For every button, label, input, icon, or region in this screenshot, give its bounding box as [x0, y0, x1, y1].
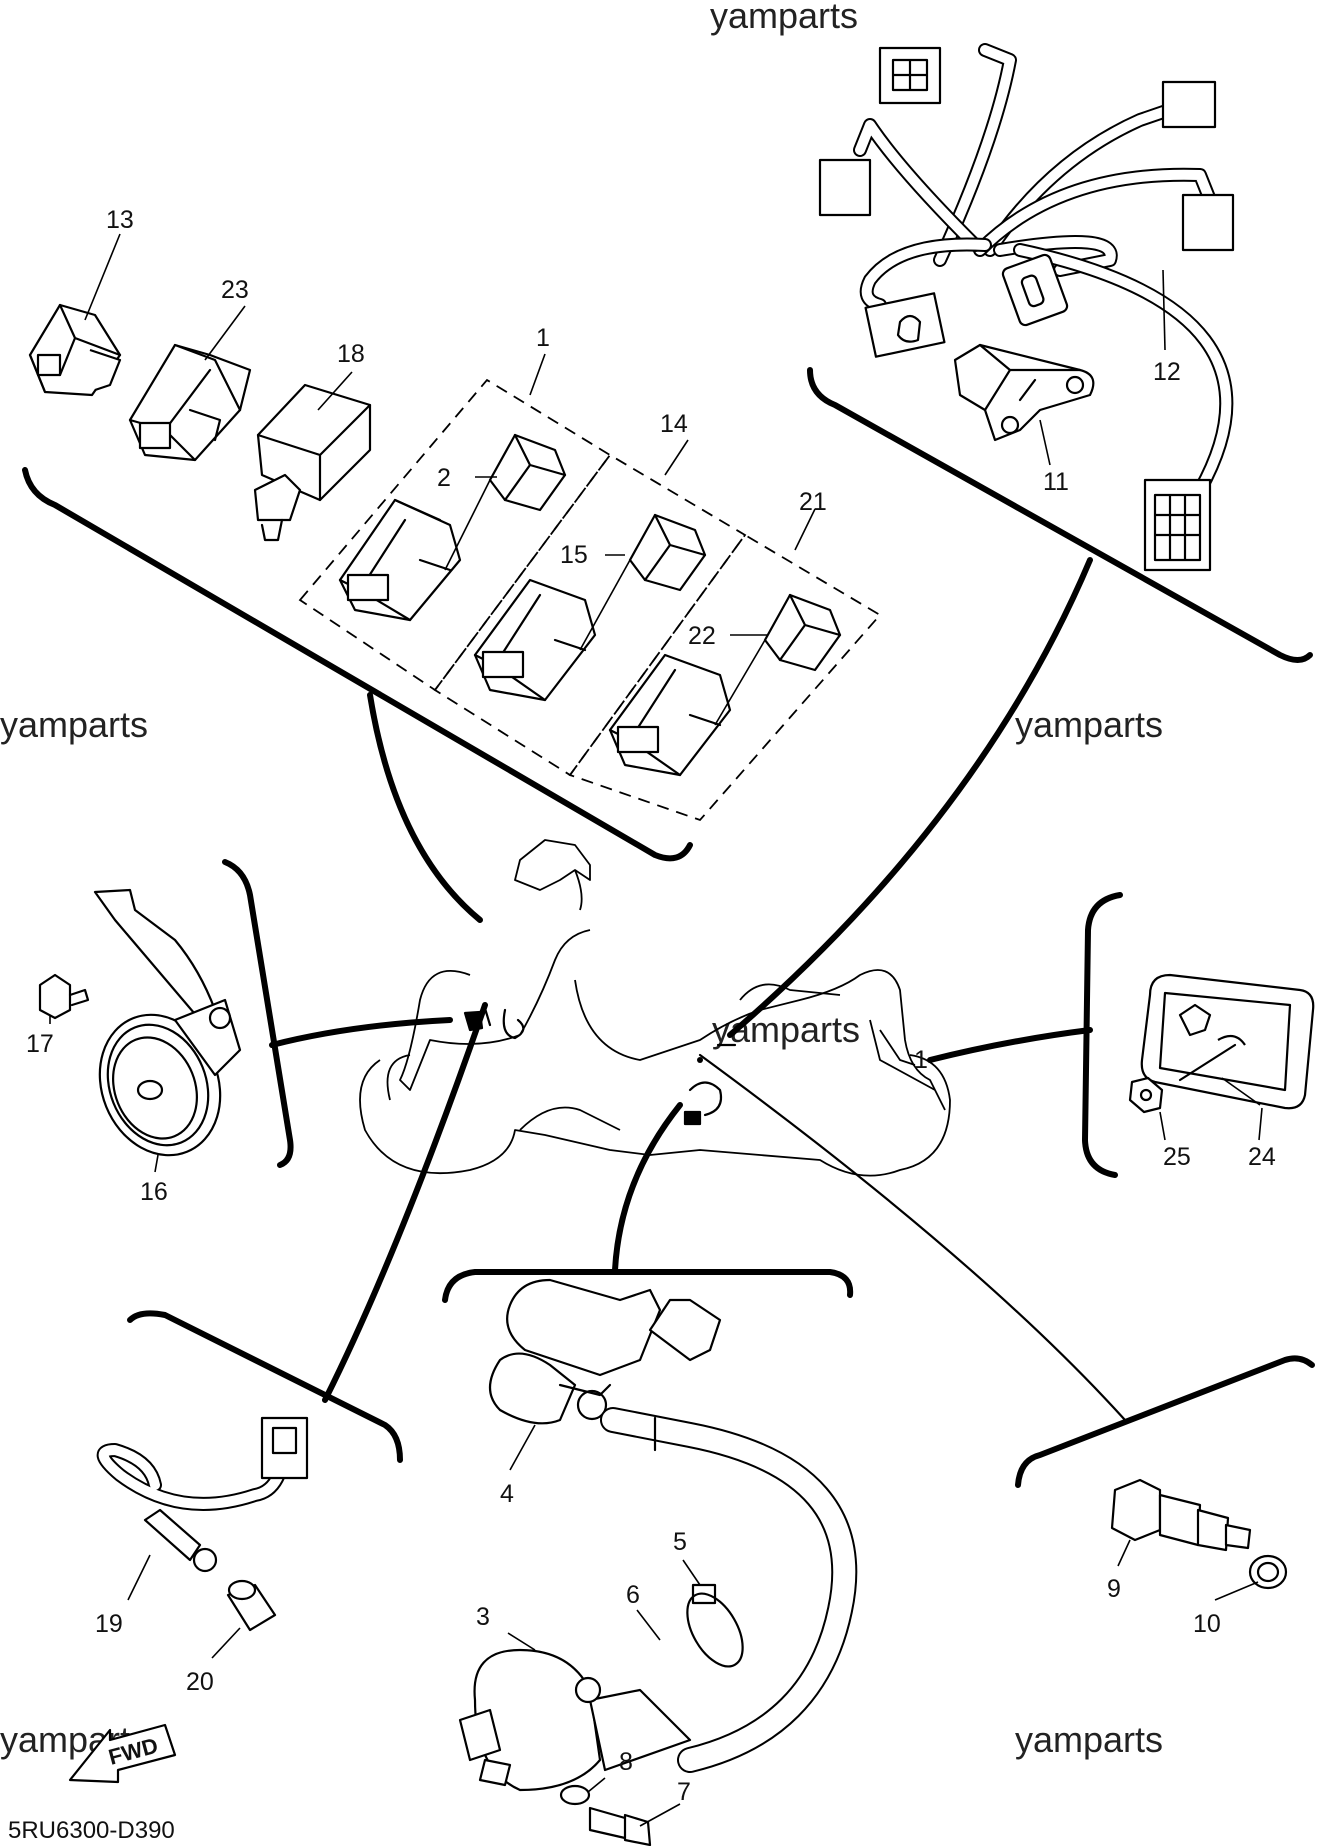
part-14-connector — [473, 578, 597, 702]
callout-8: 8 — [619, 1748, 633, 1776]
part-7-bolt — [588, 1806, 652, 1846]
link-1-2 — [444, 479, 491, 571]
sensor-19-bracket — [127, 1310, 403, 1463]
leader-coil-to-bike — [612, 1102, 683, 1273]
part-11-resistor-bracket — [953, 343, 1095, 442]
callout-12: 12 — [1153, 358, 1181, 386]
callout-22: 22 — [688, 622, 716, 650]
callout-6: 6 — [626, 1581, 640, 1609]
callout-16: 16 — [140, 1178, 168, 1206]
motorcycle-silhouette — [359, 839, 951, 1177]
temp-sensor-bracket — [1015, 1355, 1315, 1488]
part-10-gasket — [1248, 1554, 1288, 1590]
link-14-15 — [579, 559, 631, 651]
part-20-grommet — [226, 1579, 277, 1632]
callout-20: 20 — [186, 1668, 214, 1696]
part-2-connector — [488, 433, 567, 512]
callout-9: 9 — [1107, 1575, 1121, 1603]
callout-labels: 13 23 18 1 2 14 15 21 22 12 11 17 16 1 2… — [26, 206, 1276, 1806]
part-18-flasher-relay — [253, 383, 372, 542]
callout-10: 10 — [1193, 1610, 1221, 1638]
part-8-washer — [559, 1784, 591, 1806]
group-14-dashed-box — [433, 453, 747, 777]
part-21-connector — [608, 653, 732, 777]
part-22-connector — [763, 593, 842, 672]
part-4-plug-cap — [488, 1278, 722, 1425]
part-25-nut — [1128, 1076, 1164, 1114]
part-16-horn — [93, 888, 242, 1157]
callout-18: 18 — [337, 340, 365, 368]
part-13-relay — [28, 303, 122, 397]
part-6-high-tension-cable — [600, 1407, 858, 1773]
watermark-right: yamparts — [1015, 704, 1163, 745]
callout-leaders — [49, 233, 1263, 1827]
part-24-license-light — [1140, 973, 1315, 1110]
callout-24: 24 — [1248, 1143, 1276, 1171]
diagram-code: 5RU6300-D390 — [8, 1817, 175, 1844]
callout-17: 17 — [26, 1030, 54, 1058]
callout-15: 15 — [560, 541, 588, 569]
harness-group-bracket — [807, 367, 1313, 663]
ignition-coil-bracket — [442, 1269, 854, 1303]
part-12-wire-harness — [818, 43, 1235, 572]
leader-relay-to-bike — [367, 692, 483, 923]
leader-horn-to-bike — [269, 1017, 453, 1048]
part-3-ignition-coil — [458, 1648, 692, 1792]
callout-23: 23 — [221, 276, 249, 304]
callout-13: 13 — [106, 206, 134, 234]
group-21-dashed-box — [568, 533, 882, 822]
callout-4: 4 — [500, 1480, 514, 1508]
callout-14: 14 — [660, 410, 688, 438]
license-light-bracket — [1082, 892, 1123, 1178]
relay-group-bracket — [22, 467, 693, 862]
watermark-bottom-right: yamparts — [1015, 1719, 1163, 1760]
callout-19: 19 — [95, 1610, 123, 1638]
part-1-connector — [338, 498, 462, 622]
callout-1: 1 — [536, 324, 550, 352]
link-21-22 — [714, 639, 766, 726]
callout-7: 7 — [677, 1778, 691, 1806]
part-5-clamp — [686, 1583, 744, 1668]
leader-temp-sensor-to-bike — [698, 1053, 1127, 1422]
leader-sensor19-to-bike — [322, 1002, 488, 1403]
watermark-left: yamparts — [0, 704, 148, 745]
part-19-sensor-lead — [96, 1416, 309, 1573]
part-17-bolt — [38, 973, 90, 1020]
part-23-relay — [128, 343, 252, 462]
callout-1-license: 1 — [914, 1046, 928, 1074]
leader-harness-to-bike — [727, 557, 1093, 1038]
callout-5: 5 — [673, 1528, 687, 1556]
callout-3: 3 — [476, 1603, 490, 1631]
horn-group-bracket — [222, 859, 294, 1168]
part-9-temperature-sensor — [1110, 1478, 1252, 1552]
callout-21: 21 — [799, 488, 827, 516]
callout-2: 2 — [437, 464, 451, 492]
watermark-top: yamparts — [710, 0, 858, 36]
callout-25: 25 — [1163, 1143, 1191, 1171]
callout-11: 11 — [1043, 468, 1069, 496]
leader-license-to-bike — [927, 1027, 1093, 1063]
part-15-connector — [628, 513, 707, 592]
